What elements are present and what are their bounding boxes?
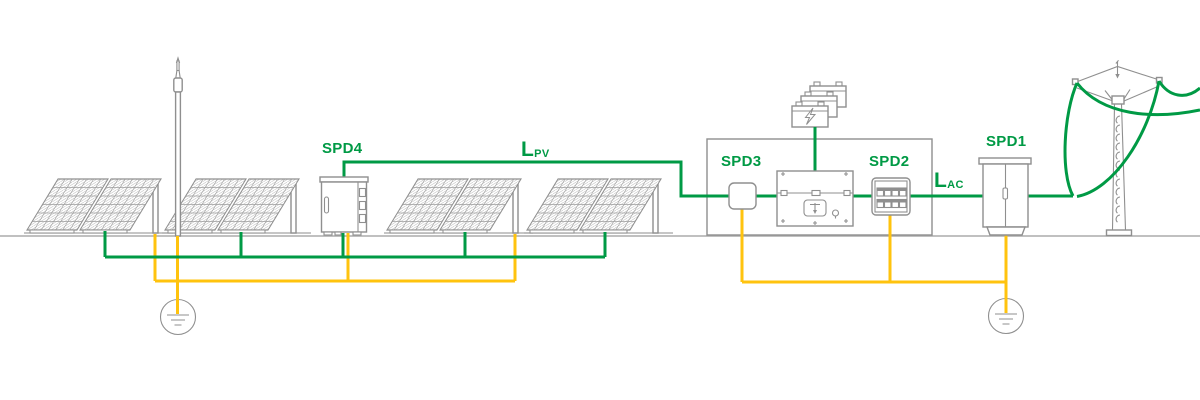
pole-drop-wires: [1063, 80, 1200, 198]
lightning-bolt-icon: [804, 107, 817, 125]
lightning-arrow-icon: [1115, 59, 1120, 79]
disconnect-switch-icon: [803, 199, 827, 217]
lpv-label: LPV: [521, 138, 550, 161]
spd2-modules: [876, 187, 907, 209]
spd4-junction-box: [319, 176, 369, 236]
inverter: [776, 170, 854, 227]
pv-array-pair-4: [524, 179, 673, 233]
pv-array-pair-2: [162, 179, 311, 233]
earth-bus-right: [740, 209, 1008, 313]
spd1-label: SPD1: [986, 133, 1027, 150]
lightning-rod: [173, 56, 183, 237]
spd2-label: SPD2: [869, 153, 910, 170]
battery-bank: [791, 81, 847, 128]
spd3-label: SPD3: [721, 153, 762, 170]
lac-label: LAC: [934, 169, 964, 192]
pv-array-pair-3: [384, 179, 533, 233]
spd4-label: SPD4: [322, 140, 363, 157]
pv-string-bus: [103, 231, 607, 259]
pv-array-pair-1: [24, 179, 173, 233]
indicator-lamp-icon: [831, 209, 840, 219]
spd3-device: [728, 182, 757, 210]
utility-pole: [1071, 59, 1163, 237]
spd1-cabinet: [978, 157, 1032, 236]
spd2-device: [871, 177, 911, 216]
